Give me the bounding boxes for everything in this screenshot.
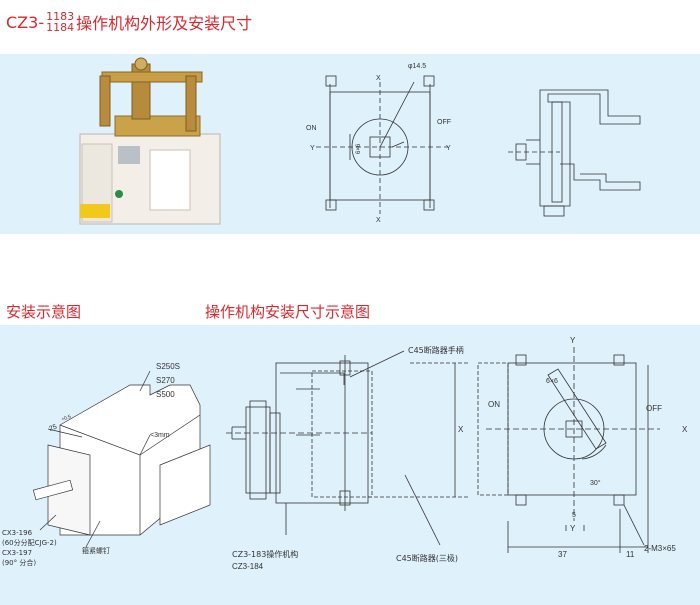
dim-11-label: 11 [626,550,635,559]
square-size-label: 6×6 [546,378,558,385]
y-axis-label-top: Y [570,336,576,345]
model-s250s: S250S [156,362,180,371]
model-s270: S270 [156,376,175,385]
on-label: ON [488,400,500,409]
bottom-panel: S250S S270 S500 25 +0.5 <3mm CX3-196 (60… [0,325,700,605]
diameter-label: φ14.5 [408,63,426,70]
y-axis-label-left: Y [310,145,315,152]
dimension-diagram-title: 操作机构安装尺寸示意图 [205,303,371,321]
front-view-drawing [316,75,448,214]
mechanism-label-alt: CZ3-184 [232,562,264,571]
square-size-label: 6×6 [356,143,362,154]
cx3-196-label: CX3-196 [2,529,33,537]
dim-25-label: 25 [48,424,58,433]
clamp-screw-label: 箍紧螺钉 [82,546,110,555]
install-sketch [32,370,211,548]
x-axis-label-right: X [682,425,688,434]
off-label: OFF [646,404,662,413]
y-axis-label-right: Y [446,145,451,152]
cx3-196-note: (60分分配CJG-2) [2,538,57,547]
install-diagram-title: 安装示意图 [6,303,82,321]
dim-5-label: 5 [572,512,576,519]
cx3-197-note: (90° 分合) [2,558,36,567]
dim-tolerance-label: +0.5 [61,414,73,423]
on-label: ON [306,125,317,132]
side-section-drawing [226,350,470,546]
front-dimension-drawing [477,347,660,553]
dim-3mm-label: <3mm [150,432,170,439]
dim-37-label: 37 [558,550,567,559]
product-photo [79,57,221,225]
side-view-drawing [508,89,641,217]
screws-label: 2-M3×65 [644,544,676,553]
y-axis-label-bottom: Y [570,524,576,533]
model-s500: S500 [156,390,175,399]
handle-label: C45断路器手柄 [408,345,464,355]
mechanism-label: CZ3-183操作机构 [232,549,298,559]
angle-label: 30° [590,479,601,487]
cx3-197-label: CX3-197 [2,549,32,557]
x-axis-label-left: X [458,425,464,434]
top-panel: φ14.5 ON OFF X X Y Y 6×6 [0,54,700,234]
off-label: OFF [437,119,451,126]
x-axis-label-top: X [376,75,381,82]
breaker-label: C45断路器(三极) [396,553,458,563]
x-axis-label-bottom: X [376,217,381,224]
